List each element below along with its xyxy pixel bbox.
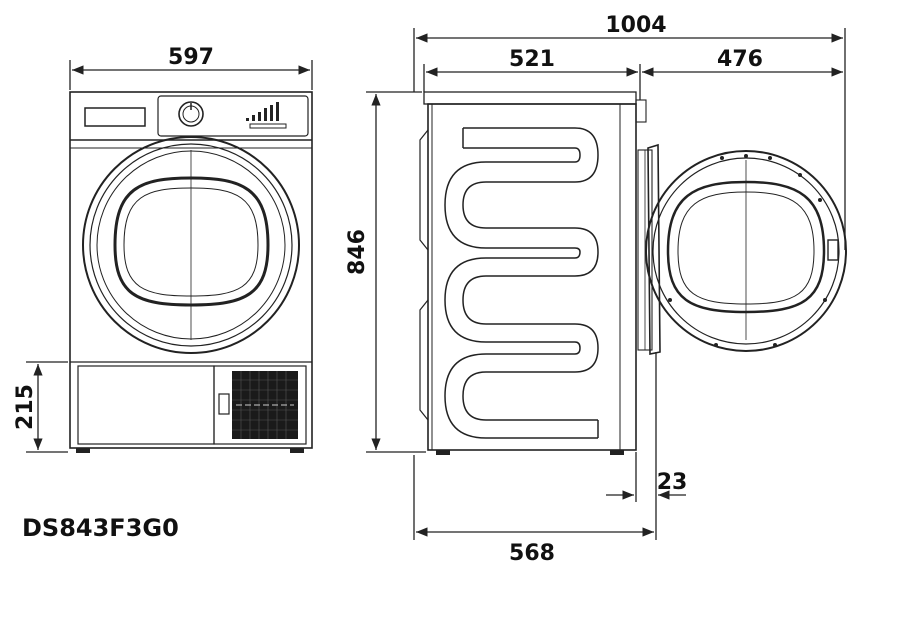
- dim-label-front-width: 597: [168, 45, 214, 70]
- dim-depth-with-door: 568: [413, 455, 654, 566]
- dim-front-width: 597: [69, 45, 313, 90]
- open-door-glass: [666, 180, 826, 314]
- dim-label-depth-with-door: 568: [509, 541, 555, 566]
- door-ring-outer: [82, 136, 300, 354]
- dim-door-thickness: 23: [606, 352, 687, 540]
- dim-label-door-thickness: 23: [657, 470, 688, 495]
- program-knob: [178, 101, 204, 127]
- side-view: [419, 91, 847, 455]
- control-panel: [157, 95, 309, 137]
- dim-label-door-projection: 476: [717, 47, 763, 72]
- dim-door-projection: 476: [642, 47, 843, 77]
- drawer-handle: [84, 107, 146, 127]
- side-body-outline: [427, 103, 637, 451]
- model-name: DS843F3G0: [22, 514, 179, 542]
- dim-body-depth: 521: [423, 47, 641, 100]
- door-latch: [827, 239, 839, 261]
- front-view: [69, 91, 313, 453]
- filter-handle: [218, 393, 230, 415]
- dim-label-body-depth: 521: [509, 47, 555, 72]
- indicator-leds: [246, 102, 287, 129]
- dim-label-total-depth: 1004: [605, 13, 666, 38]
- dim-height: 846: [345, 91, 426, 453]
- open-door-outer: [645, 150, 847, 352]
- dim-label-plinth-height: 215: [13, 384, 38, 430]
- dim-plinth-height: 215: [13, 361, 68, 453]
- door-glass: [113, 176, 270, 307]
- dim-total-depth: 1004: [413, 13, 846, 250]
- internal-duct: [462, 127, 599, 421]
- front-body-outline: [69, 91, 313, 449]
- dim-label-height: 846: [345, 229, 370, 275]
